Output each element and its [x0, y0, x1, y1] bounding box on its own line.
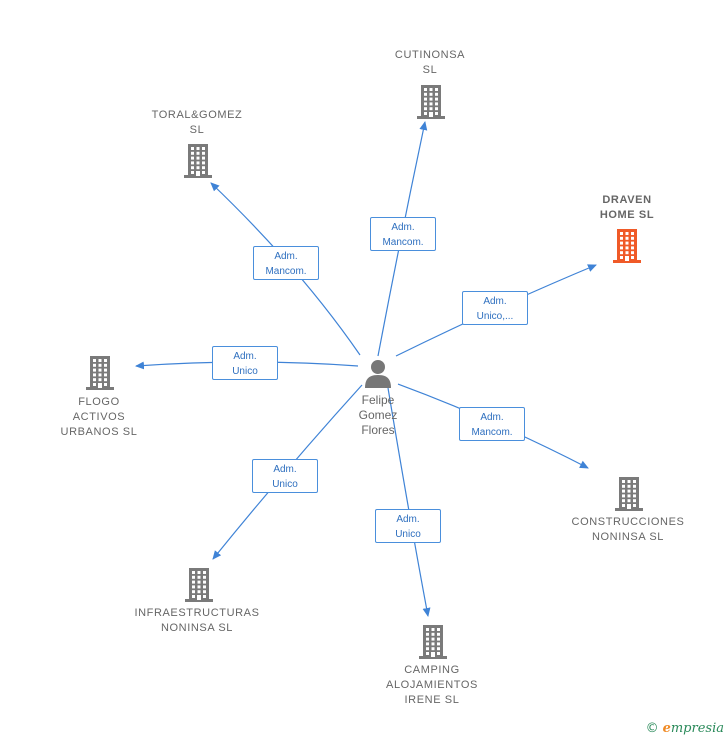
company-label-infraestructuras[interactable]: INFRAESTRUCTURAS NONINSA SL	[134, 607, 260, 634]
person-name[interactable]: Felipe Gomez Flores	[358, 393, 398, 437]
company-label-cutinonsa[interactable]: CUTINONSA SL	[394, 49, 466, 76]
building-icon[interactable]	[183, 568, 215, 607]
building-icon[interactable]	[613, 477, 645, 516]
building-icon[interactable]	[611, 229, 643, 268]
company-label-construcciones[interactable]: CONSTRUCCIONES NONINSA SL	[571, 516, 685, 543]
company-label-flogo[interactable]: FLOGO ACTIVOS URBANOS SL	[60, 396, 138, 438]
company-label-toral[interactable]: TORAL&GOMEZ SL	[151, 109, 243, 136]
role-badge-cutinonsa[interactable]: Adm. Mancom.	[370, 217, 436, 251]
role-badge-toral[interactable]: Adm. Mancom.	[253, 246, 319, 280]
role-badge-draven[interactable]: Adm. Unico,...	[462, 291, 528, 325]
role-badge-infraestructuras[interactable]: Adm. Unico	[252, 459, 318, 493]
building-icon[interactable]	[182, 144, 214, 183]
role-badge-flogo[interactable]: Adm. Unico	[212, 346, 278, 380]
person-icon[interactable]	[363, 358, 393, 393]
company-label-draven[interactable]: DRAVEN HOME SL	[599, 194, 655, 221]
building-icon[interactable]	[84, 356, 116, 395]
role-badge-camping[interactable]: Adm. Unico	[375, 509, 441, 543]
role-badge-construcciones[interactable]: Adm. Mancom.	[459, 407, 525, 441]
empresia-logo[interactable]: ©empresia	[645, 721, 724, 736]
company-label-camping[interactable]: CAMPING ALOJAMIENTOS IRENE SL	[386, 664, 478, 706]
building-icon[interactable]	[417, 625, 449, 664]
building-icon[interactable]	[415, 85, 447, 124]
